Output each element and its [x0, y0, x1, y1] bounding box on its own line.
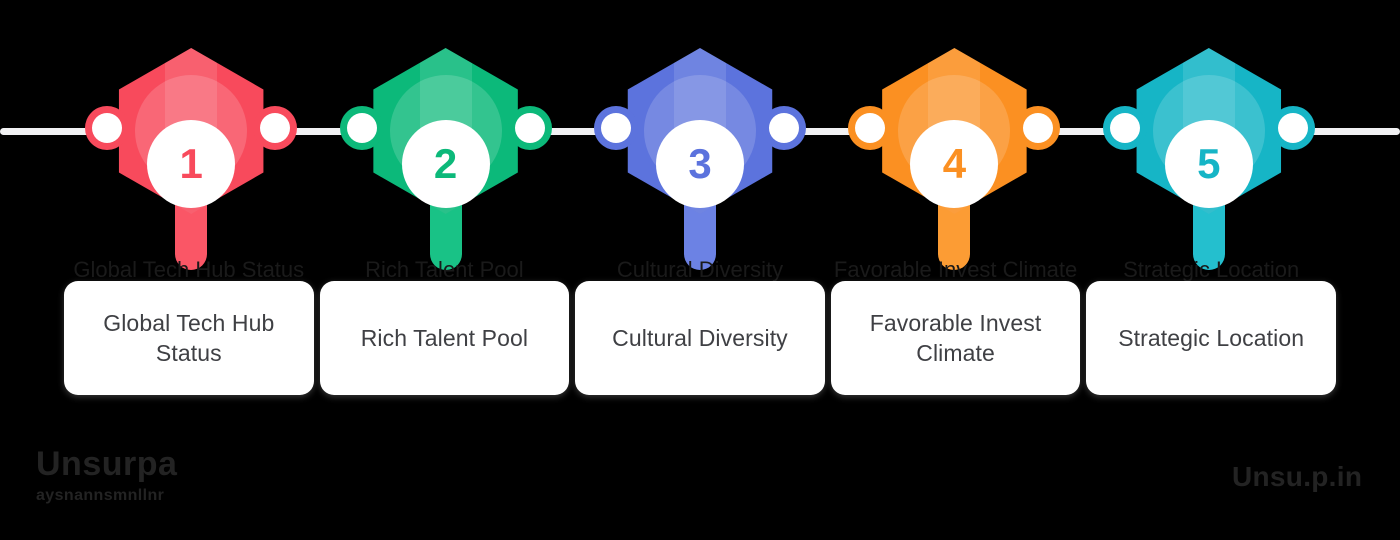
marker-connector-knob-left [848, 106, 893, 150]
timeline-markers: 1 2 3 4 5 [85, 48, 1315, 280]
knob-inner-dot [601, 113, 631, 143]
label-card-text: Rich Talent Pool [360, 324, 529, 351]
label-card-row: Global Tech Hub Status Rich Talent Pool Cu… [64, 281, 1336, 395]
marker-connector-knob-right [1270, 106, 1315, 150]
knob-inner-dot [346, 113, 377, 143]
marker-number-disc: 1 [147, 120, 236, 208]
marker-connector-knob-right [1016, 106, 1061, 150]
knob-inner-dot [769, 113, 799, 143]
marker-number: 2 [433, 140, 458, 187]
watermark-right: Unsu.p.in [1232, 461, 1363, 492]
label-card-4[interactable]: Favorable Invest Climate [830, 281, 1081, 395]
marker-connector-knob-left [594, 106, 638, 150]
watermark-left-sub: aysnannsmnllnr [36, 486, 165, 504]
timeline-marker-3[interactable]: 3 [594, 48, 806, 280]
label-card-text: Cultural Diversity [612, 324, 788, 351]
watermark-left-main: Unsurpa [36, 445, 178, 483]
knob-inner-dot [1023, 113, 1054, 143]
marker-number: 4 [942, 140, 967, 187]
marker-number: 5 [1197, 140, 1221, 187]
marker-connector-knob-left [1102, 106, 1147, 150]
marker-number-disc: 5 [1164, 120, 1253, 208]
timeline-marker-2[interactable]: 2 [339, 48, 552, 280]
timeline-marker-5[interactable]: 5 [1102, 48, 1315, 280]
knob-inner-dot [92, 113, 123, 143]
label-card-text: Strategic Location [1118, 324, 1305, 351]
knob-inner-dot [1109, 113, 1140, 143]
marker-number: 1 [179, 140, 203, 187]
label-card-5[interactable]: Strategic Location [1086, 281, 1336, 395]
label-card-text: Favorable Invest Climate [869, 309, 1042, 366]
marker-connector-knob-right [253, 106, 298, 150]
marker-number-disc: 2 [401, 120, 490, 208]
marker-connector-knob-right [507, 106, 552, 150]
timeline-marker-4[interactable]: 4 [848, 48, 1061, 280]
label-card-3[interactable]: Cultural Diversity [575, 281, 825, 395]
marker-number: 3 [688, 140, 712, 187]
knob-inner-dot [1277, 113, 1308, 143]
knob-inner-dot [514, 113, 545, 143]
knob-inner-dot [260, 113, 291, 143]
marker-connector-knob-left [85, 106, 130, 150]
label-card-text: Global Tech Hub Status [103, 309, 275, 366]
marker-connector-knob-left [339, 106, 384, 150]
marker-connector-knob-right [762, 106, 806, 150]
marker-number-disc: 4 [910, 120, 999, 208]
timeline-marker-1[interactable]: 1 [85, 48, 298, 280]
label-card-2[interactable]: Rich Talent Pool [319, 281, 570, 395]
marker-number-disc: 3 [656, 120, 744, 208]
knob-inner-dot [855, 113, 886, 143]
watermark-left: Unsurpa aysnannsmnllnr [36, 445, 178, 505]
label-card-1[interactable]: Global Tech Hub Status [64, 281, 314, 395]
